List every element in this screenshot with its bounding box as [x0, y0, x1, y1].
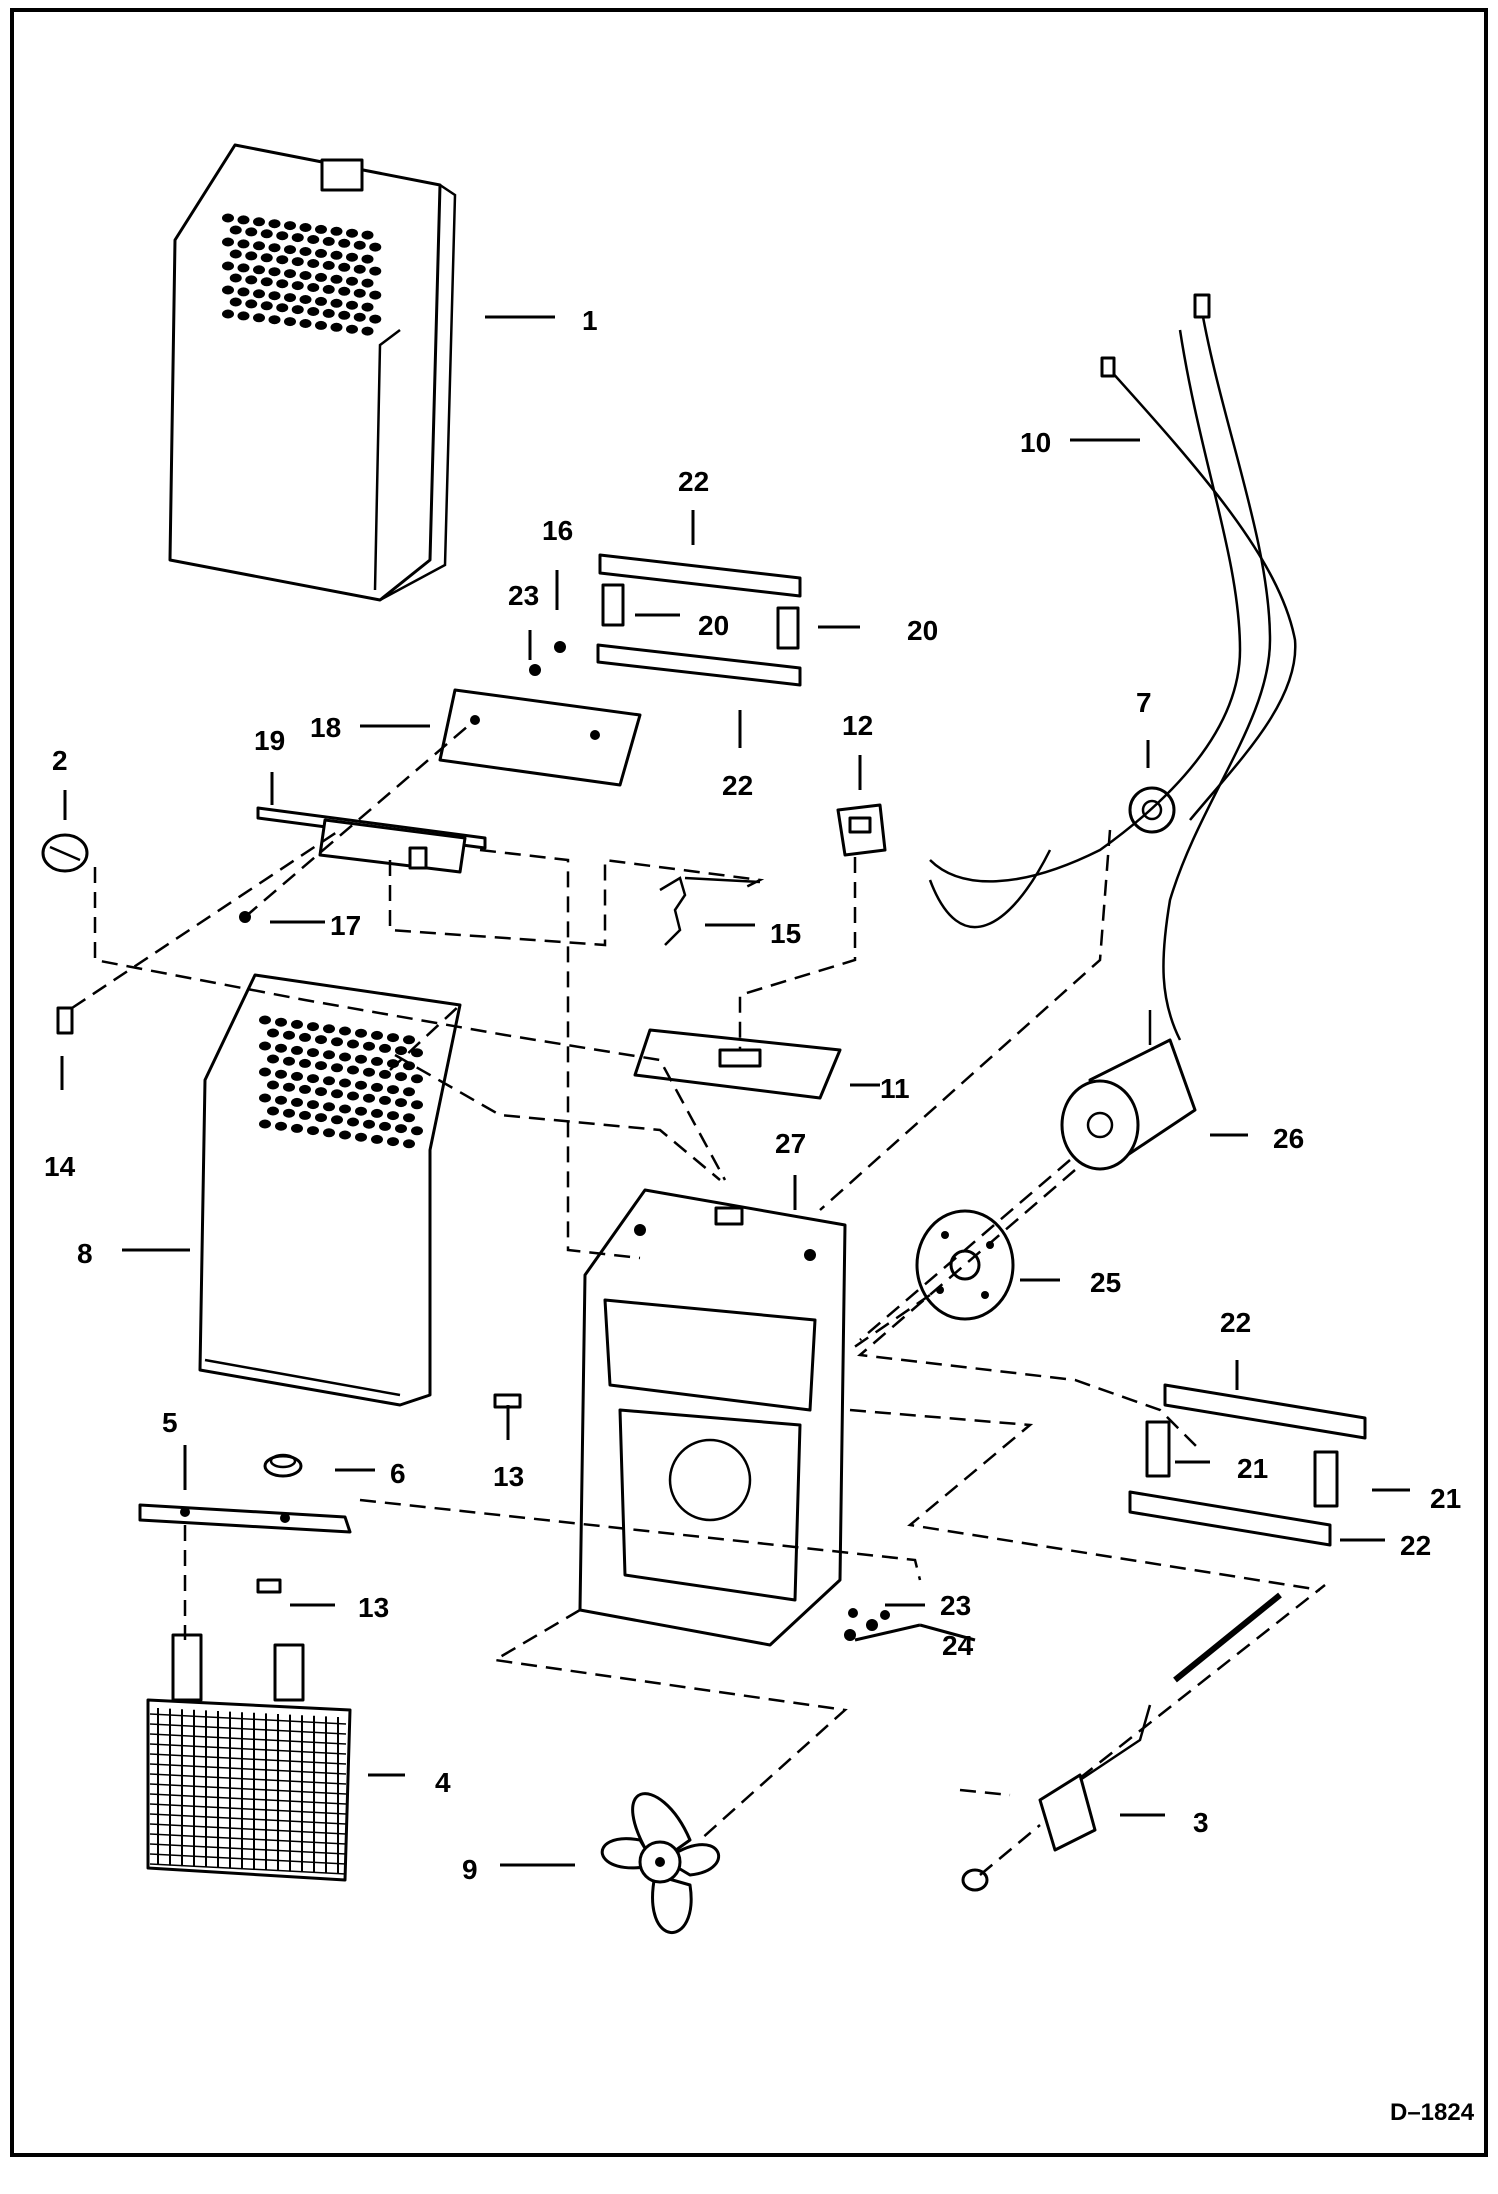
callout-13b: 13 [358, 1592, 389, 1623]
callout-19: 19 [254, 725, 285, 756]
callout-4: 4 [435, 1767, 451, 1798]
drawing-frame [10, 8, 1488, 2157]
part-control-valve [961, 1592, 1282, 1892]
callout-20b: 20 [907, 615, 938, 646]
callout-9: 9 [462, 1854, 478, 1885]
callout-11: 11 [880, 1073, 910, 1104]
part-hose-grommet [263, 1453, 303, 1478]
callout-22a: 22 [678, 466, 709, 497]
callout-leaders [60, 315, 1410, 1867]
callout-15: 15 [770, 918, 801, 949]
callout-1: 1 [582, 305, 598, 336]
part-front-cover [168, 143, 457, 602]
part-access-plate [438, 688, 642, 787]
part-rear-cover [198, 973, 462, 1407]
callout-25: 25 [1090, 1267, 1121, 1298]
callout-17: 17 [330, 910, 361, 941]
front-cover-grille [222, 213, 382, 336]
part-knob [41, 833, 89, 873]
part-blower-motor [1060, 1010, 1197, 1171]
part-spring [659, 876, 761, 946]
callout-23a: 23 [508, 580, 539, 611]
callout-27: 27 [775, 1128, 806, 1159]
callout-8: 8 [77, 1238, 93, 1269]
drawing-code: D–1824 [1390, 2099, 1475, 2126]
part-heater-core [146, 1633, 352, 1882]
callout-13: 13 [493, 1461, 524, 1492]
callout-22d: 22 [1400, 1530, 1431, 1561]
callout-21b: 21 [1430, 1483, 1461, 1514]
callout-10: 10 [1020, 427, 1051, 458]
callout-7: 7 [1136, 687, 1152, 718]
part-motor-flange [915, 1209, 1015, 1321]
part-heater-housing [578, 1188, 847, 1647]
assembly-lines [71, 719, 1326, 1876]
callout-21a: 21 [1237, 1453, 1268, 1484]
callout-16: 16 [542, 515, 573, 546]
callout-22b: 22 [722, 770, 753, 801]
callout-12: 12 [842, 710, 873, 741]
part-fan-blade [600, 1792, 720, 1935]
callout-6: 6 [390, 1458, 406, 1489]
part-foam-strips-upper [596, 553, 802, 687]
part-core-bracket [138, 1503, 352, 1534]
callout-14: 14 [44, 1151, 76, 1182]
callout-20a: 20 [698, 610, 729, 641]
rear-cover-grille [259, 1015, 423, 1149]
callout-2: 2 [52, 745, 68, 776]
callout-24: 24 [942, 1630, 974, 1661]
callout-3: 3 [1193, 1807, 1209, 1838]
callout-26: 26 [1273, 1123, 1304, 1154]
callout-22c: 22 [1220, 1307, 1251, 1338]
part-rocker-switch [836, 803, 887, 857]
part-foam-strips-lower [1128, 1383, 1367, 1547]
callout-18: 18 [310, 712, 341, 743]
part-mounting-bracket [256, 806, 487, 874]
part-gasket [633, 1028, 842, 1100]
callout-23b: 23 [940, 1590, 971, 1621]
callout-labels: 1 2 3 4 5 6 7 8 9 10 11 12 13 13 14 15 1… [44, 305, 1461, 1885]
callout-5: 5 [162, 1407, 178, 1438]
part-wiring-harness [928, 293, 1297, 1041]
heater-core-fins [149, 1708, 347, 1875]
